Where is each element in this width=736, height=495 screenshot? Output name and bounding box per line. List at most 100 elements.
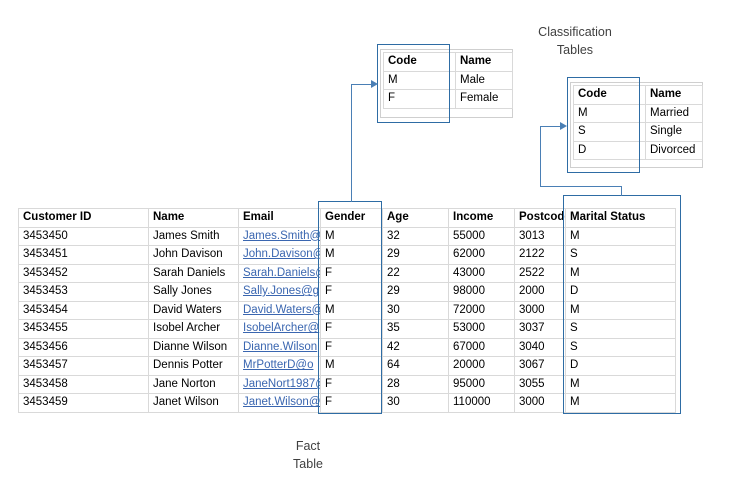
cell-name: Single	[645, 122, 703, 142]
table-row[interactable]: S Single	[573, 122, 703, 142]
fact-header-email: Email	[238, 208, 321, 228]
cell-income: 55000	[448, 226, 515, 247]
cell-marital-status: M	[565, 226, 676, 247]
cell-age: 64	[382, 356, 449, 376]
cell-gender: F	[320, 282, 383, 302]
cell-email[interactable]: David.Waters@	[238, 300, 321, 321]
cell-customer-id: 3453452	[18, 263, 149, 284]
cell-email[interactable]: Janet.Wilson@	[238, 393, 321, 413]
table-row[interactable]: M Male	[383, 70, 513, 91]
table-row[interactable]: F Female	[383, 89, 513, 109]
fact-table: Customer ID Name Email Gender Age Income…	[18, 208, 676, 413]
cell-gender: F	[320, 263, 383, 284]
cell-marital-status: M	[565, 374, 676, 395]
cell-age: 30	[382, 393, 449, 413]
marital-lookup-header-code: Code	[573, 85, 646, 105]
cell-name: Dennis Potter	[148, 356, 239, 376]
cell-postcode: 3055	[514, 374, 566, 395]
cell-name: John Davison	[148, 245, 239, 265]
cell-gender: F	[320, 319, 383, 339]
cell-postcode: 3013	[514, 226, 566, 247]
cell-name: Sally Jones	[148, 282, 239, 302]
cell-email[interactable]: Dianne.Wilson	[238, 337, 321, 358]
cell-customer-id: 3453455	[18, 319, 149, 339]
marital-lookup-header-name: Name	[645, 85, 703, 105]
cell-income: 72000	[448, 300, 515, 321]
cell-gender: F	[320, 337, 383, 358]
cell-name: Janet Wilson	[148, 393, 239, 413]
cell-postcode: 2522	[514, 263, 566, 284]
cell-income: 98000	[448, 282, 515, 302]
cell-code: D	[573, 140, 646, 161]
cell-name: Dianne Wilson	[148, 337, 239, 358]
cell-customer-id: 3453453	[18, 282, 149, 302]
fact-header-gender: Gender	[320, 208, 383, 228]
fact-header-marital-status: Marital Status	[565, 208, 676, 228]
cell-name: David Waters	[148, 300, 239, 321]
marital-lookup-table: Code Name M Married S Single D Divorced	[573, 85, 703, 161]
cell-income: 20000	[448, 356, 515, 376]
cell-gender: M	[320, 300, 383, 321]
cell-age: 35	[382, 319, 449, 339]
cell-email[interactable]: MrPotterD@o	[238, 356, 321, 376]
classification-tables-caption: Classification Tables	[538, 25, 612, 58]
cell-email[interactable]: IsobelArcher@	[238, 319, 321, 339]
cell-email[interactable]: John.Davison@	[238, 245, 321, 265]
cell-gender: F	[320, 393, 383, 413]
gender-connector-vertical	[351, 84, 353, 202]
marital-connector-horizontal-lower	[540, 186, 622, 188]
cell-code: M	[383, 70, 456, 91]
table-header-row: Code Name	[383, 52, 513, 72]
cell-income: 62000	[448, 245, 515, 265]
fact-header-income: Income	[448, 208, 515, 228]
cell-age: 28	[382, 374, 449, 395]
table-row[interactable]: M Married	[573, 103, 703, 124]
cell-gender: F	[320, 374, 383, 395]
cell-email[interactable]: James.Smith@	[238, 226, 321, 247]
cell-name: Male	[455, 70, 513, 91]
table-header-row: Code Name	[573, 85, 703, 105]
cell-marital-status: M	[565, 300, 676, 321]
cell-age: 29	[382, 245, 449, 265]
cell-income: 43000	[448, 263, 515, 284]
cell-customer-id: 3453454	[18, 300, 149, 321]
gender-lookup-header-code: Code	[383, 52, 456, 72]
fact-header-customer-id: Customer ID	[18, 208, 149, 228]
fact-header-age: Age	[382, 208, 449, 228]
cell-email[interactable]: Sarah.Daniels@	[238, 263, 321, 284]
cell-marital-status: M	[565, 393, 676, 413]
cell-gender: M	[320, 245, 383, 265]
cell-name: Jane Norton	[148, 374, 239, 395]
cell-marital-status: M	[565, 263, 676, 284]
cell-name: Married	[645, 103, 703, 124]
cell-age: 32	[382, 226, 449, 247]
marital-connector-arrowhead	[560, 122, 567, 130]
cell-customer-id: 3453459	[18, 393, 149, 413]
cell-code: F	[383, 89, 456, 109]
cell-age: 30	[382, 300, 449, 321]
gender-lookup-body: M Male F Female	[383, 70, 513, 109]
cell-customer-id: 3453450	[18, 226, 149, 247]
cell-age: 29	[382, 282, 449, 302]
fact-header-postcode: Postcode	[514, 208, 566, 228]
cell-marital-status: S	[565, 245, 676, 265]
cell-email[interactable]: JaneNort1987@	[238, 374, 321, 395]
cell-postcode: 3067	[514, 356, 566, 376]
cell-name: Sarah Daniels	[148, 263, 239, 284]
cell-email[interactable]: Sally.Jones@g	[238, 282, 321, 302]
cell-postcode: 2000	[514, 282, 566, 302]
cell-code: M	[573, 103, 646, 124]
table-row[interactable]: D Divorced	[573, 140, 703, 161]
